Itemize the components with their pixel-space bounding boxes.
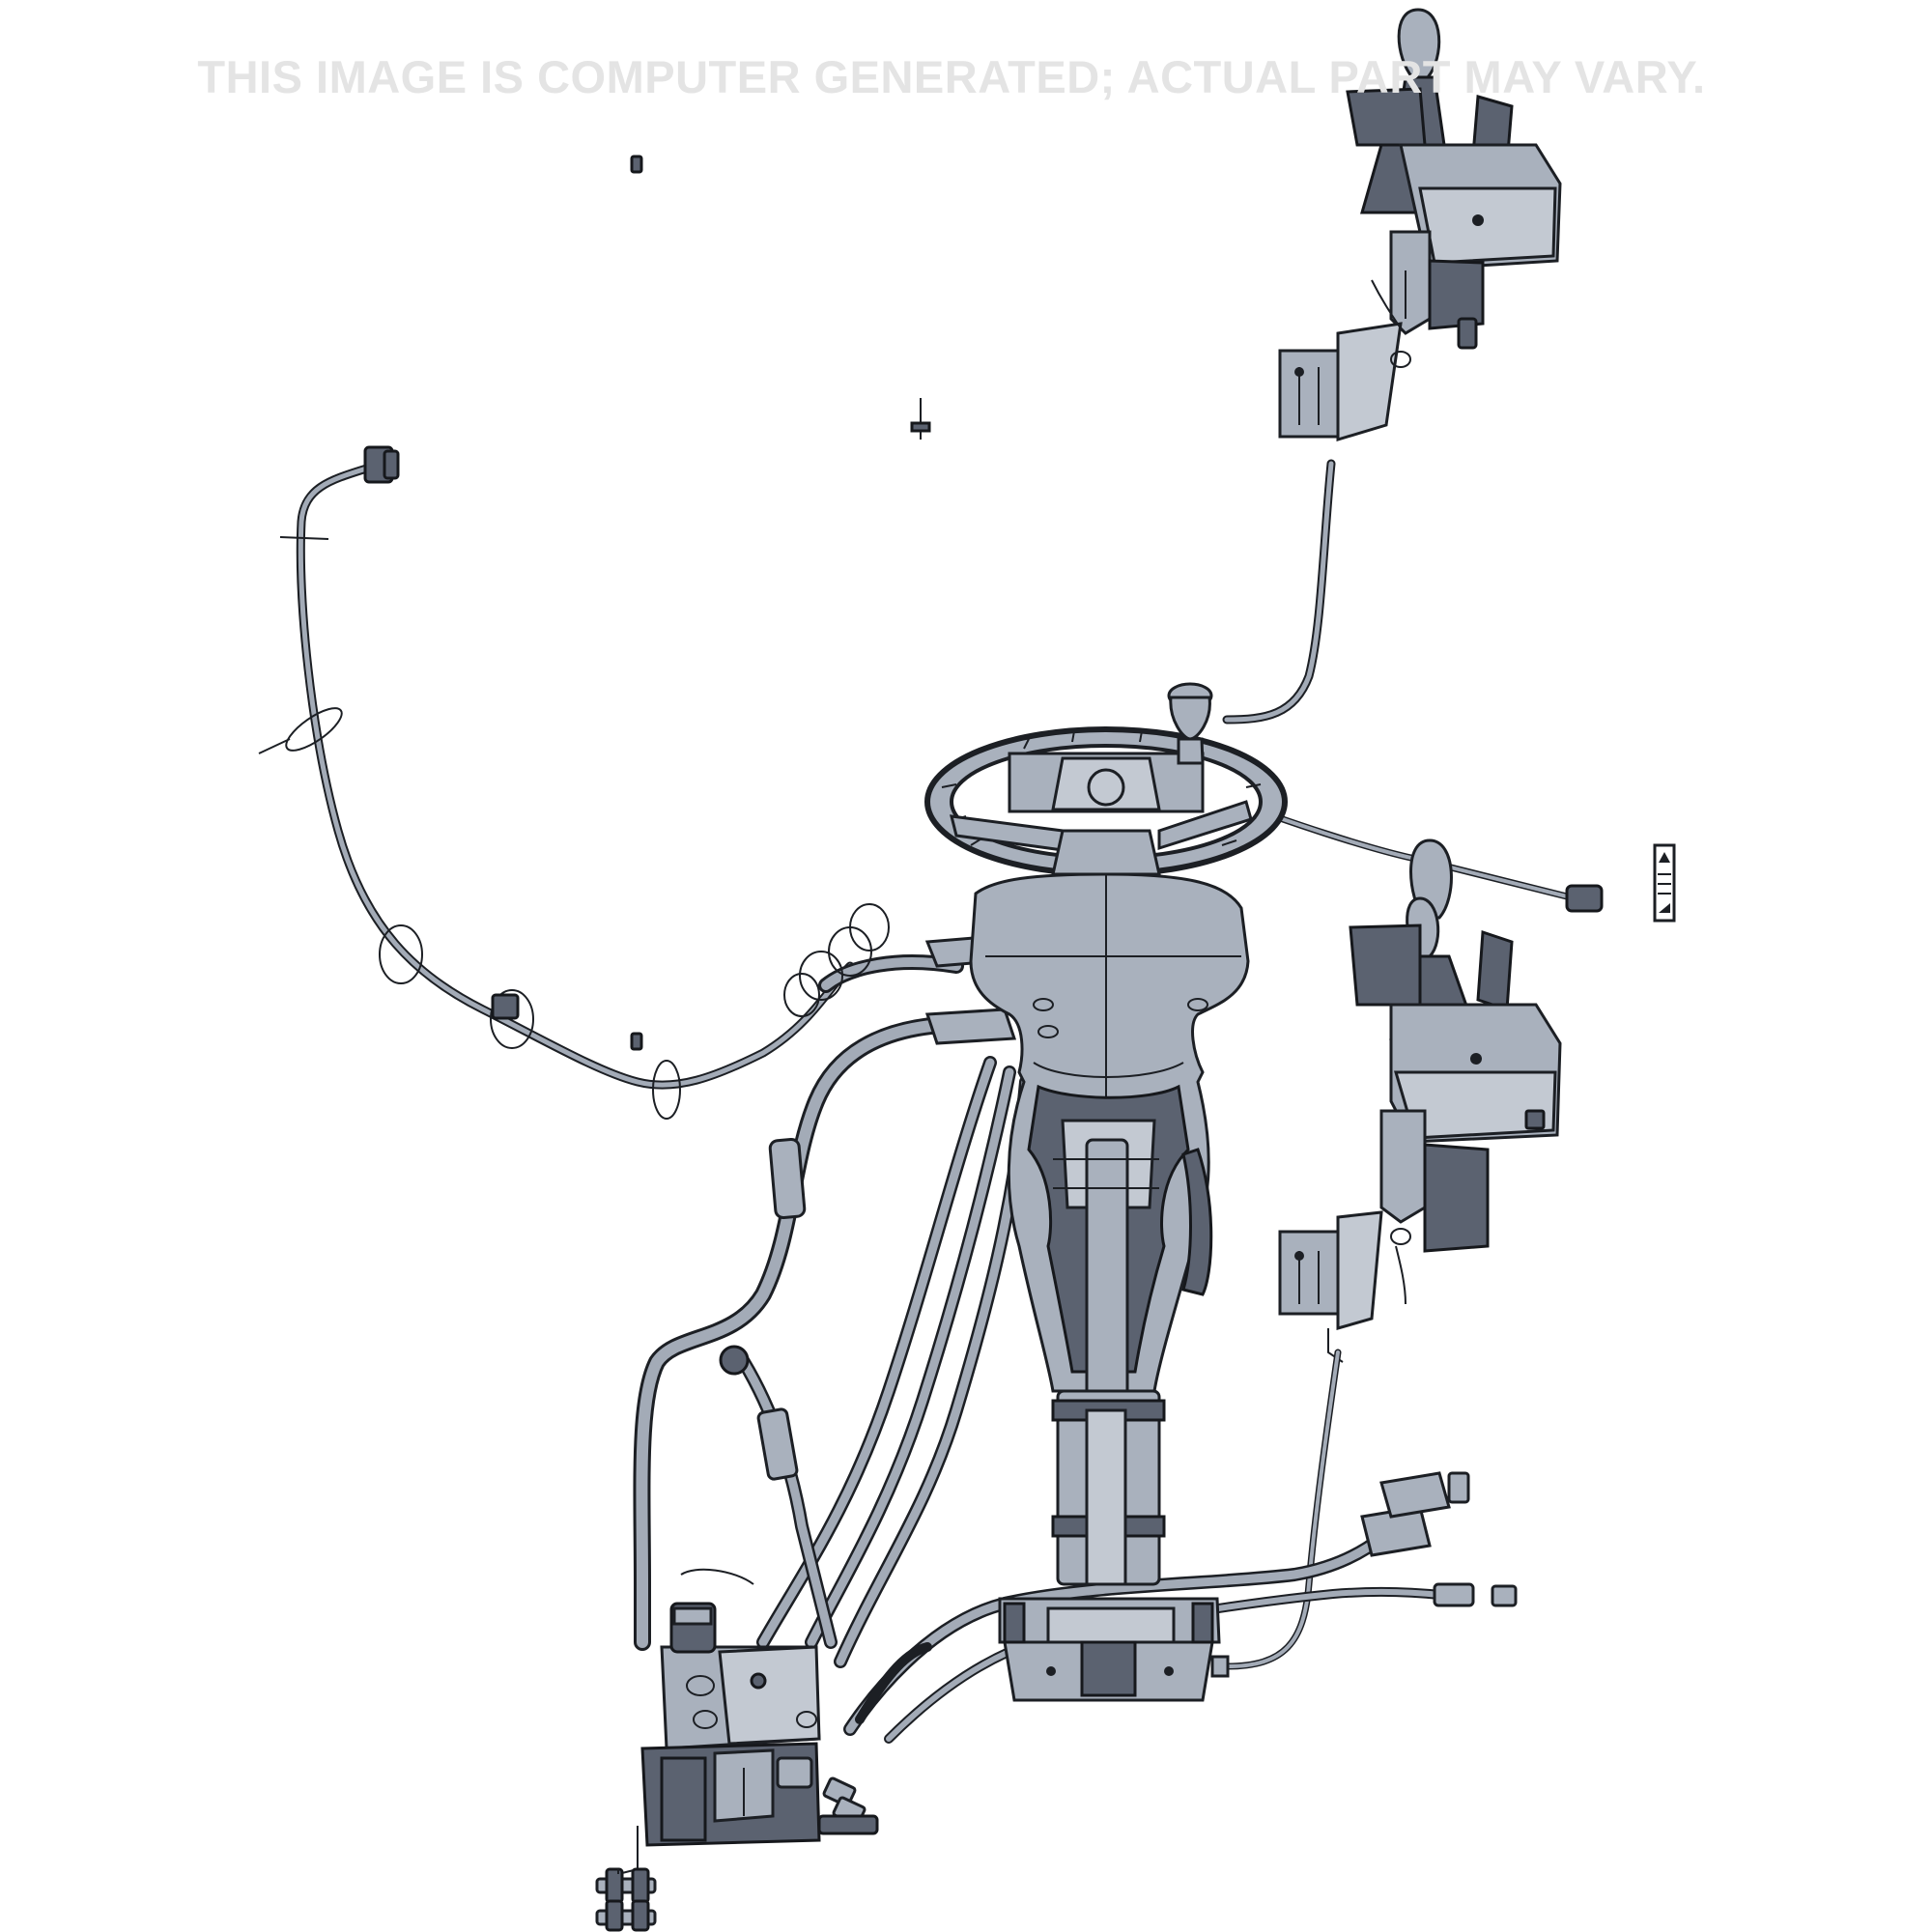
steering-column [969, 872, 1250, 1586]
steering-valve-block [617, 1568, 879, 1875]
hydraulic-hoses [633, 903, 1033, 1668]
bottom-fittings [595, 1867, 657, 1932]
steering-wheel [924, 682, 1288, 877]
joystick-assembly-lower [1278, 838, 1562, 1363]
joystick-assembly-upper [1278, 8, 1562, 442]
warning-decal [1653, 843, 1676, 923]
loose-clip-top [630, 155, 643, 174]
steering-base [998, 1597, 1230, 1702]
disclaimer-watermark: THIS IMAGE IS COMPUTER GENERATED; ACTUAL… [197, 51, 1706, 102]
warning-decal-icon [1659, 852, 1670, 863]
loose-bolt [910, 398, 931, 440]
loose-clip-mid [630, 1032, 643, 1051]
wheel-cable-connector [1565, 884, 1604, 913]
wiring-harness [258, 445, 855, 1120]
